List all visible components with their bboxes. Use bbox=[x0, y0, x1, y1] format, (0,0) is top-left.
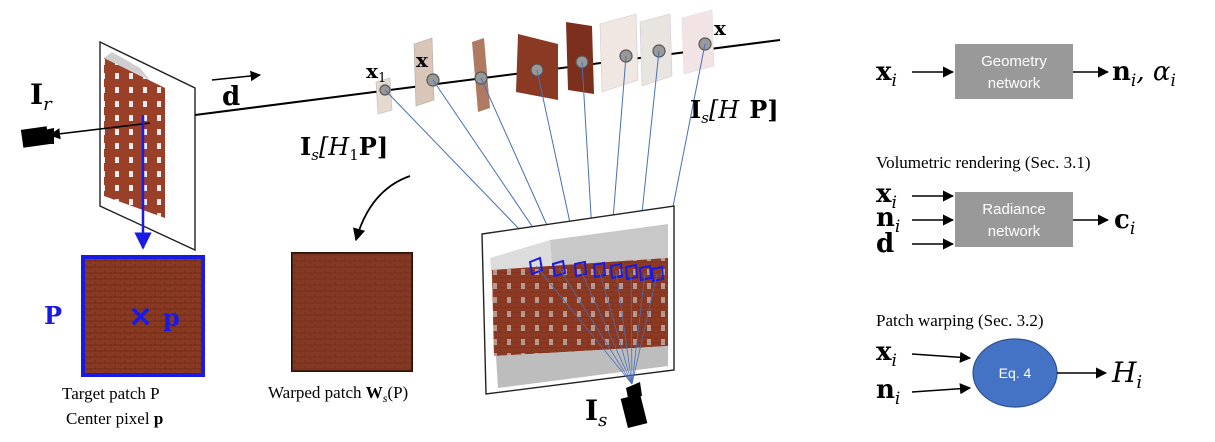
radiance-input-x: xi bbox=[876, 179, 897, 213]
eq-4-label: Eq. 4 bbox=[999, 365, 1032, 381]
warping-output-label: Hi bbox=[1111, 356, 1142, 393]
source-view: x1 x x bbox=[268, 9, 779, 431]
volumetric-rendering-heading: Volumetric rendering (Sec. 3.1) bbox=[876, 153, 1090, 172]
warped-patch bbox=[291, 252, 413, 372]
target-patch bbox=[81, 255, 205, 377]
radiance-output-label: ci bbox=[1114, 205, 1135, 239]
warp-arrow bbox=[352, 175, 411, 242]
sample-label-x1: x1 bbox=[366, 59, 386, 86]
reference-view: d Ir × p P Target patch P Center pixel p bbox=[20, 39, 781, 428]
radiance-box-line-1: Radiance bbox=[982, 201, 1045, 218]
geometry-box-line-2: network bbox=[988, 75, 1041, 92]
reference-building-image bbox=[104, 58, 165, 218]
radiance-box-line-2: network bbox=[988, 223, 1041, 240]
sample-label-x: x bbox=[416, 48, 429, 72]
radiance-input-n: ni bbox=[876, 203, 900, 237]
sample-label-x-end: x bbox=[714, 16, 727, 40]
patch-label: P bbox=[44, 301, 62, 330]
geometry-input-label: xi bbox=[876, 57, 897, 91]
direction-label: d bbox=[222, 82, 240, 112]
source-camera-label: Is bbox=[585, 394, 607, 431]
warping-input-n: ni bbox=[876, 375, 900, 409]
homography-label-1: Is[H1P] bbox=[300, 132, 388, 164]
ray-to-reference-camera bbox=[48, 122, 151, 140]
geometry-network-box bbox=[955, 44, 1073, 99]
source-camera-icon bbox=[620, 382, 648, 428]
reference-camera-icon bbox=[20, 126, 54, 148]
geometry-box-line-1: Geometry bbox=[981, 53, 1047, 70]
direction-arrow bbox=[211, 70, 262, 82]
geometry-output-label: ni, αi bbox=[1112, 57, 1176, 91]
patch-warping-heading: Patch warping (Sec. 3.2) bbox=[876, 311, 1044, 330]
geometry-network-block: xi Geometry network ni, αi bbox=[876, 44, 1176, 99]
source-patch-projections bbox=[528, 256, 665, 283]
radiance-input-d: d bbox=[876, 229, 894, 259]
center-pixel-marker: × bbox=[128, 299, 153, 334]
radiance-network-block: Volumetric rendering (Sec. 3.1) xi ni d … bbox=[876, 153, 1135, 259]
warping-input-x: xi bbox=[876, 337, 897, 371]
center-pixel-caption: Center pixel p bbox=[66, 409, 163, 428]
patch-warping-block: Patch warping (Sec. 3.2) xi ni Eq. 4 Hi bbox=[876, 311, 1142, 409]
warped-patch-caption: Warped patch Ws(P) bbox=[268, 383, 408, 405]
source-building-image bbox=[490, 224, 668, 388]
radiance-network-box bbox=[955, 192, 1073, 247]
source-camera-rays bbox=[535, 265, 658, 385]
reference-camera-label: Ir bbox=[30, 78, 53, 115]
target-patch-caption: Target patch P bbox=[62, 384, 160, 403]
projection-rays bbox=[384, 43, 706, 233]
center-pixel-label: p bbox=[163, 303, 180, 332]
